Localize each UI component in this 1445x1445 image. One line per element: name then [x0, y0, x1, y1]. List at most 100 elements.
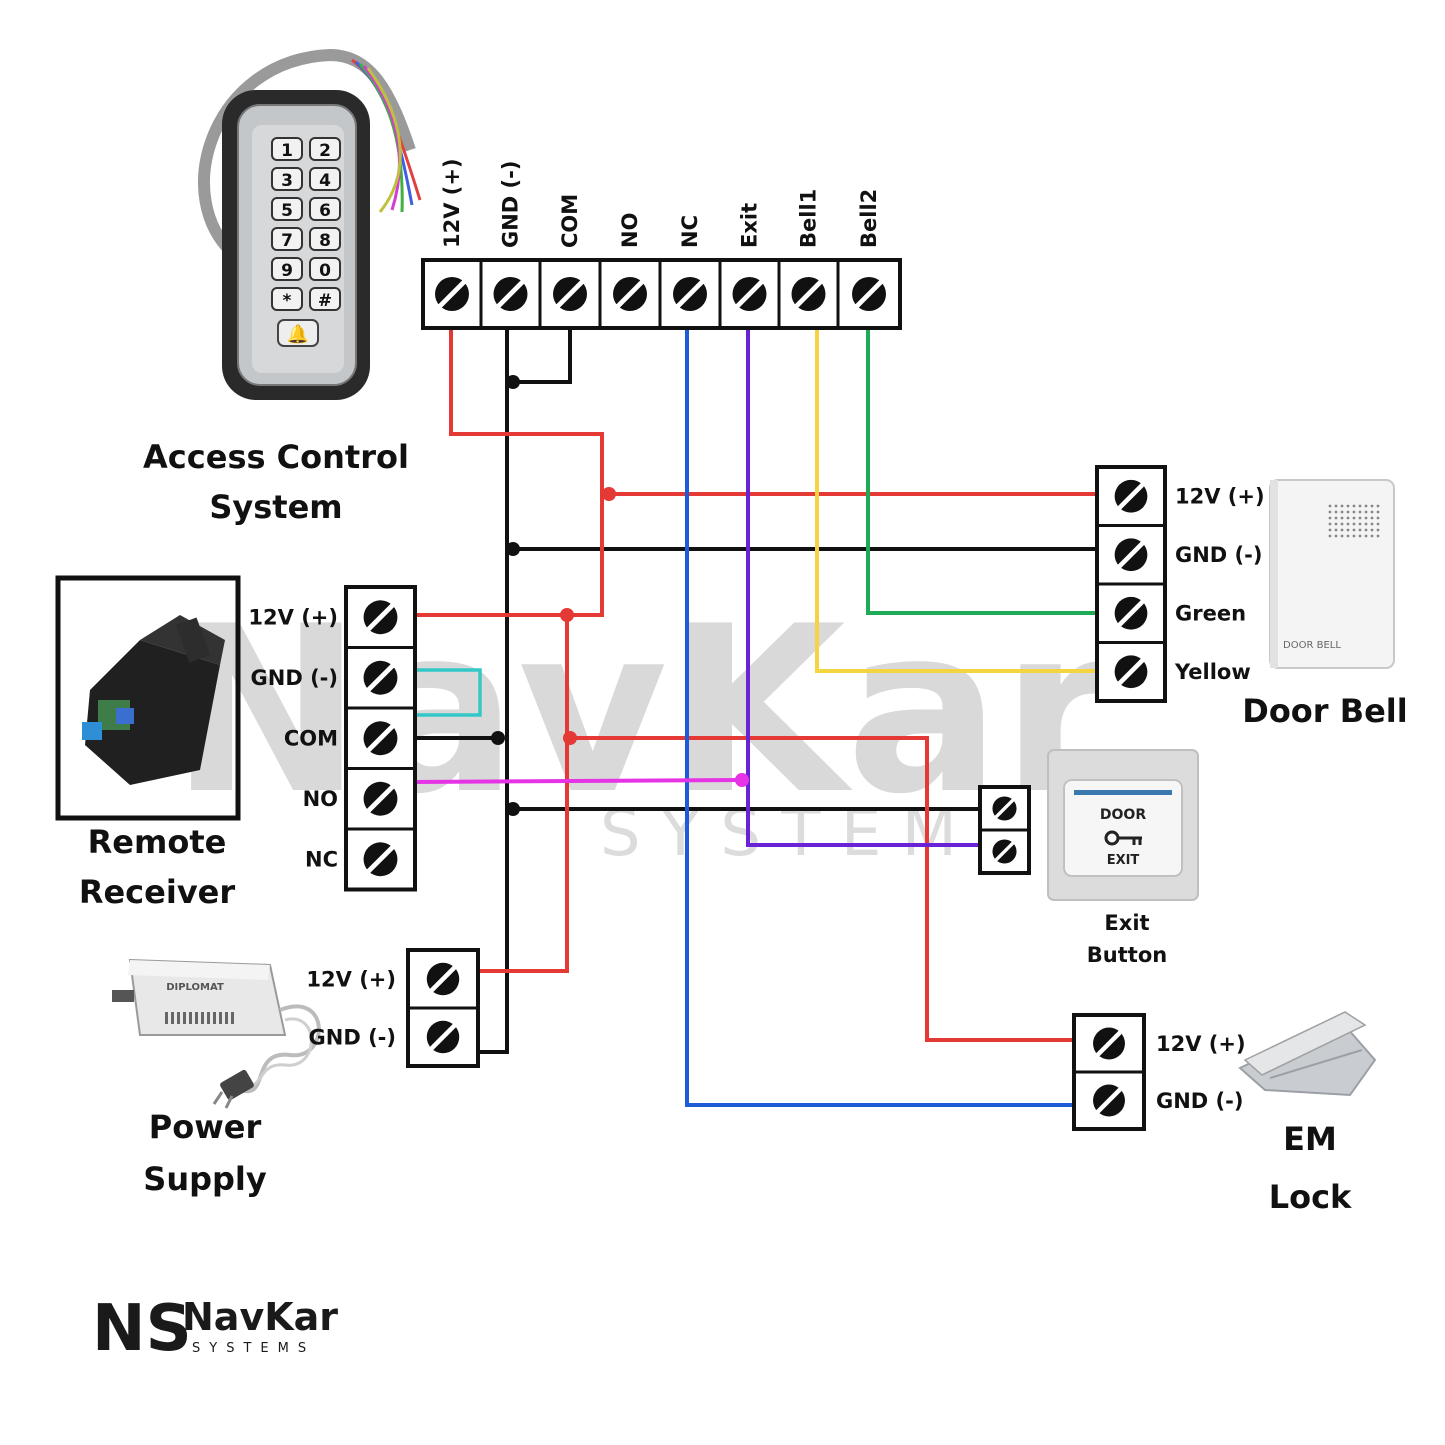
terminal-label: GND (-): [309, 1025, 396, 1049]
screw-slot: [1117, 482, 1145, 511]
speaker-grill-icon: [1328, 504, 1380, 538]
screw-slot: [1095, 1087, 1123, 1114]
keypad-key: [309, 257, 341, 281]
screw-slot: [675, 279, 705, 309]
junction-dot: [602, 487, 616, 501]
keypad-key: [309, 137, 341, 161]
screw-slot: [366, 724, 395, 753]
exit-button-title-line2: Button: [1087, 943, 1167, 967]
keypad-key: [309, 227, 341, 251]
screw-slot: [615, 279, 645, 309]
screw-slot: [1117, 540, 1145, 569]
keypad-key-label: 2: [319, 141, 331, 161]
exit-wire: [746, 326, 980, 847]
nc-to-emlock-wire: [685, 326, 1074, 1107]
keypad-key: [271, 287, 303, 311]
psu-brand-text: DIPLOMAT: [166, 982, 224, 993]
logo-mark: NS: [92, 1292, 192, 1366]
keypad-key-label: 1: [281, 141, 293, 161]
terminal-label: Yellow: [1174, 660, 1251, 684]
door-bell-device-text: DOOR BELL: [1283, 640, 1341, 651]
junctions: [491, 375, 749, 816]
logo-sub: SYSTEMS: [192, 1341, 315, 1356]
keypad-key-label: #: [318, 291, 332, 311]
vent-slots: [165, 1012, 234, 1024]
screw-slot: [1095, 1030, 1123, 1057]
screw-slot: [1117, 599, 1145, 628]
screw-slot: [994, 798, 1015, 819]
cable-wires-icon: [351, 58, 422, 213]
acs-terminal-label: Bell1: [797, 189, 821, 248]
rr-no-wire: [414, 778, 743, 784]
com-to-gnd-wire: [513, 326, 572, 384]
keypad-key-label: 5: [281, 201, 293, 221]
acs-terminal-label: Exit: [738, 203, 762, 248]
terminal-label: COM: [284, 727, 338, 751]
keypad-key: [309, 197, 341, 221]
remote-receiver-title-line1: Remote: [88, 823, 227, 861]
screw-slot: [555, 279, 585, 309]
screw-slot: [366, 784, 395, 813]
junction-dot: [735, 773, 749, 787]
keypad-key: [271, 257, 303, 281]
junction-dot: [560, 608, 574, 622]
screw-slot: [496, 279, 525, 309]
terminal-label: 12V (+): [306, 967, 396, 991]
keypad-key: [309, 287, 341, 311]
keypad-key: [271, 137, 303, 161]
em-terminal-block: 12V (+) GND (-): [1072, 1013, 1246, 1131]
screw-slot: [437, 279, 467, 309]
watermark-brand: NavKar: [170, 578, 1114, 845]
exit-button-device: DOOR EXIT: [1047, 749, 1199, 901]
psu-terminal-block: 12V (+) GND (-): [306, 948, 480, 1068]
junction-dot: [506, 542, 520, 556]
em-lock-title-line2: Lock: [1269, 1178, 1352, 1216]
em-lock-device: [1238, 1011, 1377, 1097]
terminal-label: 12V (+): [248, 606, 338, 630]
keypad-key: [271, 167, 303, 191]
keypad-key: [271, 197, 303, 221]
bell1-wire: [815, 326, 1097, 673]
junction-dot: [563, 731, 577, 745]
exit-terminal-block: [978, 785, 1031, 875]
keypad-key-label: 6: [319, 201, 331, 221]
screw-slot: [429, 1023, 457, 1051]
screw-slot: [735, 279, 764, 309]
keypad-key-label: 3: [281, 171, 293, 191]
power-supply-title-line1: Power: [149, 1108, 262, 1146]
junction-dot: [506, 375, 520, 389]
keypad-key: [309, 167, 341, 191]
screw-slot: [429, 965, 457, 993]
acs-terminal-label: GND (-): [499, 161, 523, 248]
remote-receiver-frame: [55, 575, 241, 821]
key-icon: [1104, 830, 1142, 846]
terminal-label: GND (-): [1156, 1089, 1243, 1113]
exit-device-bottom-text: EXIT: [1107, 853, 1140, 868]
terminal-label: 12V (+): [1156, 1032, 1246, 1056]
keypad-key-label: 9: [281, 261, 293, 281]
screw-slot: [854, 279, 884, 309]
terminal-label: GND (-): [251, 666, 338, 690]
screw-slot: [994, 841, 1015, 862]
keypad-key-label: *: [283, 291, 292, 311]
remote-receiver-device: [82, 615, 225, 785]
keypad-key: [271, 227, 303, 251]
terminal-label: NO: [303, 787, 338, 811]
gnd-bus-wire: [478, 326, 509, 1054]
junction-dot: [506, 802, 520, 816]
keypad-key-label: 0: [319, 261, 331, 281]
acs-12v-wire: [415, 326, 604, 617]
terminal-label: 12V (+): [1175, 485, 1265, 509]
terminal-label: GND (-): [1175, 543, 1262, 567]
terminal-label: Green: [1175, 602, 1246, 626]
door-bell-device: DOOR BELL: [1269, 479, 1395, 669]
keypad-key-label: 4: [319, 171, 331, 191]
navkar-logo: NS NavKar SYSTEMS: [92, 1292, 338, 1366]
exit-button-title-line1: Exit: [1104, 911, 1149, 935]
remote-receiver-title-line2: Receiver: [79, 873, 236, 911]
bell-icon: 🔔: [287, 324, 309, 345]
screw-slot: [366, 663, 395, 692]
